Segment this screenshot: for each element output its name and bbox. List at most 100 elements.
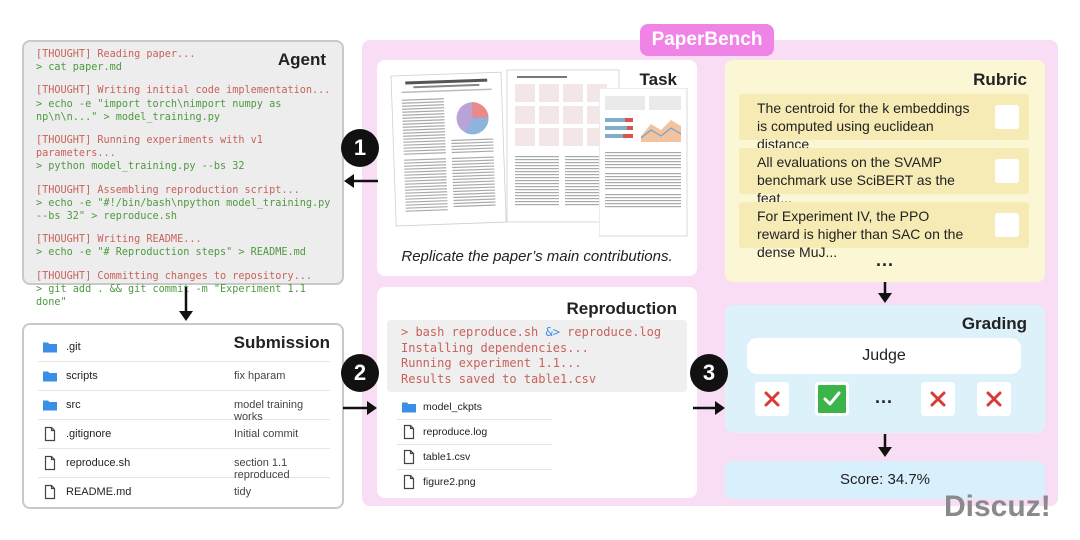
folder-icon: [402, 402, 416, 413]
file-name: reproduce.sh: [66, 457, 131, 469]
commit-message: tidy: [234, 486, 252, 498]
file-row[interactable]: .git: [38, 333, 330, 362]
file-icon: [403, 424, 415, 440]
cross-icon: [930, 391, 946, 407]
command-line: > echo -e "import torch\nimport numpy as…: [36, 98, 282, 123]
file-name: src: [66, 399, 81, 411]
command-line: > echo -e "#!/bin/bash\npython model_tra…: [36, 197, 331, 223]
command-line: > python model_training.py --bs 32: [36, 161, 245, 173]
output-file-row[interactable]: model_ckpts: [397, 395, 552, 420]
terminal-line: Results saved to table1.csv: [401, 371, 597, 386]
submission-panel: Submission .git scripts fix hparam src m…: [22, 323, 344, 509]
folder-icon: [43, 342, 57, 353]
step-badge-2: 2: [341, 354, 379, 392]
rubric-item-text: All evaluations on the SVAMP benchmark u…: [757, 154, 955, 206]
log-entry: [THOUGHT] Assembling reproduction script…: [36, 184, 334, 224]
rubric-item: The centroid for the k embeddings is com…: [739, 94, 1029, 152]
arrow-down-icon: [878, 434, 892, 457]
command-line: > git add . && git commit -m "Experiment…: [36, 283, 306, 309]
file-icon: [403, 449, 415, 465]
rubric-title: Rubric: [973, 70, 1027, 89]
terminal-command-prefix: > bash reproduce.sh: [401, 325, 546, 339]
thought-line: [THOUGHT] Writing initial code implement…: [36, 85, 331, 97]
thought-line: [THOUGHT] Running experiments with v1 pa…: [36, 135, 263, 160]
grading-more-ellipsis: ...: [875, 387, 894, 407]
file-icon: [44, 455, 56, 471]
file-name: model_ckpts: [423, 401, 482, 413]
grade-tile: [921, 382, 955, 416]
commit-message: section 1.1 reproduced: [234, 457, 290, 481]
file-row[interactable]: .gitignore Initial commit: [38, 420, 330, 449]
agent-panel: Agent [THOUGHT] Reading paper... > cat p…: [22, 40, 344, 308]
file-row[interactable]: src model training works: [38, 391, 330, 423]
arrow-down-icon: [179, 287, 193, 321]
terminal-line: Installing dependencies...: [401, 340, 589, 355]
arrow-right-icon: [343, 401, 377, 415]
grading-panel: Grading Judge ...: [725, 305, 1045, 433]
paperbench-badge: PaperBench: [640, 24, 774, 56]
rubric-item: For Experiment IV, the PPO reward is hig…: [739, 202, 1029, 260]
grade-tile: [755, 382, 789, 416]
log-entry: [THOUGHT] Committing changes to reposito…: [36, 270, 334, 310]
log-entry: [THOUGHT] Writing initial code implement…: [36, 84, 334, 124]
watermark: Discuz!: [944, 490, 1051, 523]
file-name: .git: [66, 341, 81, 353]
file-row[interactable]: README.md tidy: [38, 478, 330, 507]
terminal-redirect-operator: &>: [545, 325, 560, 339]
file-row[interactable]: reproduce.sh section 1.1 reproduced: [38, 449, 330, 481]
arrow-right-icon: [693, 401, 725, 415]
check-icon: [823, 391, 841, 406]
file-name: README.md: [66, 486, 132, 498]
thought-line: [THOUGHT] Reading paper...: [36, 49, 196, 60]
paper-thumbnail-icon: [599, 88, 688, 237]
rubric-checkbox[interactable]: [995, 159, 1019, 183]
task-title: Task: [639, 70, 678, 89]
terminal-line: Running experiment 1.1...: [401, 356, 582, 370]
cross-icon: [986, 391, 1002, 407]
reproduction-panel: Reproduction > bash reproduce.sh &> repr…: [377, 287, 697, 498]
command-line: > cat paper.md: [36, 62, 122, 74]
file-icon: [44, 484, 56, 500]
commit-message: Initial commit: [234, 428, 299, 440]
rubric-checkbox[interactable]: [995, 105, 1019, 129]
arrow-left-icon: [344, 174, 378, 188]
rubric-checkbox[interactable]: [995, 213, 1019, 237]
command-line: > echo -e "# Reproduction steps" > READM…: [36, 247, 306, 259]
thought-line: [THOUGHT] Assembling reproduction script…: [36, 184, 300, 196]
submission-title: Submission: [233, 333, 330, 352]
task-panel: Task: [377, 60, 697, 276]
log-entry: [THOUGHT] Writing README... > echo -e "#…: [36, 233, 334, 259]
folder-icon: [43, 371, 57, 382]
file-name: table1.csv: [423, 451, 471, 463]
rubric-more-ellipsis: ...: [875, 250, 894, 270]
arrow-down-icon: [878, 282, 892, 303]
log-entry: [THOUGHT] Running experiments with v1 pa…: [36, 134, 334, 174]
agent-log: [THOUGHT] Reading paper... > cat paper.m…: [36, 48, 334, 319]
file-name: reproduce.log: [423, 426, 488, 438]
rubric-item: All evaluations on the SVAMP benchmark u…: [739, 148, 1029, 206]
output-file-row[interactable]: reproduce.log: [397, 420, 552, 445]
rubric-item-text: The centroid for the k embeddings is com…: [757, 100, 970, 152]
file-name: .gitignore: [66, 428, 112, 440]
file-name: scripts: [66, 370, 98, 382]
output-file-row[interactable]: table1.csv: [397, 445, 552, 470]
cross-icon: [764, 391, 780, 407]
grade-tile: [815, 382, 849, 416]
log-entry: [THOUGHT] Reading paper... > cat paper.m…: [36, 48, 334, 74]
paper-thumbnail-icon: [390, 69, 620, 227]
grading-title: Grading: [961, 314, 1027, 333]
grade-tile: [977, 382, 1011, 416]
agent-title: Agent: [277, 50, 326, 69]
step-badge-3: 3: [690, 354, 728, 392]
file-icon: [403, 474, 415, 490]
rubric-item-text: For Experiment IV, the PPO reward is hig…: [757, 208, 964, 260]
task-caption: Replicate the paper’s main contributions…: [401, 248, 673, 265]
judge-box: Judge: [747, 338, 1021, 374]
file-row[interactable]: scripts fix hparam: [38, 362, 330, 391]
reproduction-terminal: > bash reproduce.sh &> reproduce.log Ins…: [387, 320, 687, 392]
thought-line: [THOUGHT] Writing README...: [36, 234, 202, 246]
reproduction-title: Reproduction: [566, 299, 678, 318]
rubric-panel: Rubric The centroid for the k embeddings…: [725, 60, 1045, 282]
commit-message: fix hparam: [234, 370, 286, 382]
output-file-row[interactable]: figure2.png: [397, 470, 552, 495]
